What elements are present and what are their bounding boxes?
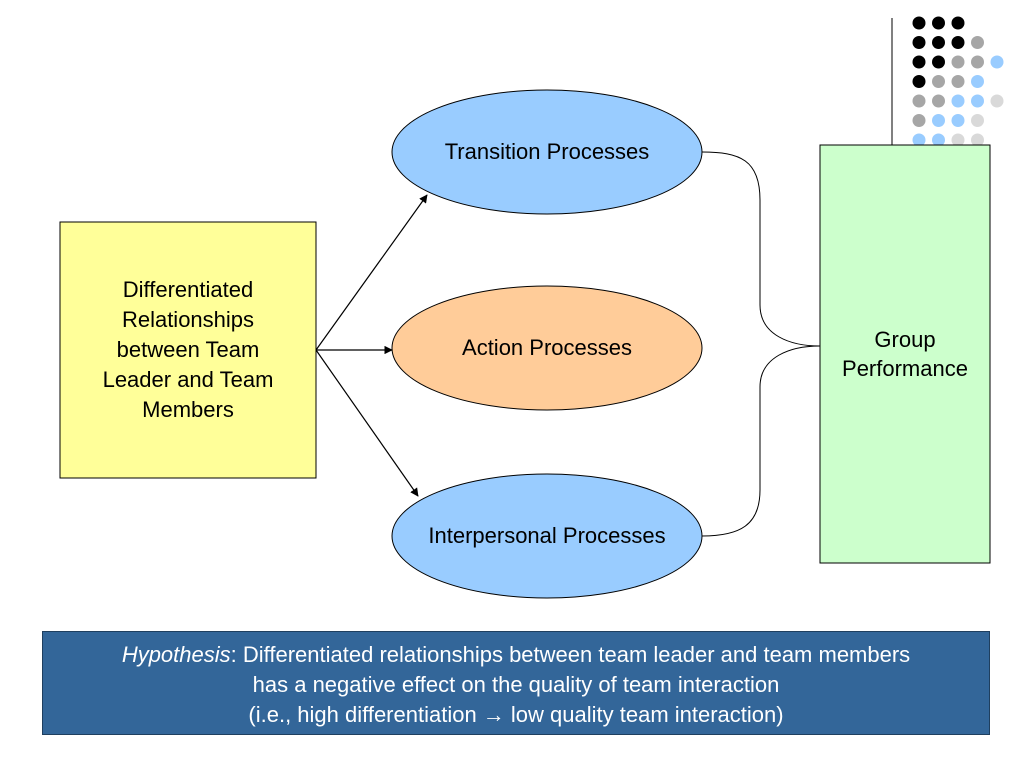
- decorative-dot: [990, 94, 1004, 108]
- hypothesis-line-1-text: : Differentiated relationships between t…: [230, 642, 911, 667]
- decorative-dot: [932, 133, 945, 147]
- decorative-dot: [932, 75, 945, 88]
- hypothesis-box: Hypothesis: Differentiated relationships…: [42, 631, 990, 735]
- decorative-dot: [951, 36, 965, 49]
- group-performance-label: Group Performance: [842, 327, 968, 381]
- decorative-dot: [932, 114, 945, 127]
- decorative-dot: [912, 55, 926, 69]
- arrow-to-interpersonal: [315, 349, 419, 497]
- decorative-dot: [912, 94, 926, 108]
- brace-connector: [701, 151, 821, 537]
- hypothesis-line-3: (i.e., high differentiation → low qualit…: [248, 702, 784, 727]
- decorative-dot-grid: [912, 16, 1004, 147]
- decorative-dot: [951, 75, 965, 88]
- transition-processes-label: Transition Processes: [444, 139, 650, 164]
- hypothesis-term: Hypothesis: [121, 642, 231, 667]
- decorative-dot: [912, 114, 926, 127]
- decorative-dot: [990, 55, 1004, 69]
- hypothesis-line-1: Hypothesis: Differentiated relationships…: [43, 640, 989, 670]
- decorative-dot: [971, 36, 984, 49]
- decorative-dot: [951, 16, 965, 30]
- decorative-dot: [971, 94, 984, 108]
- decorative-dot: [951, 114, 965, 127]
- action-processes-label: Action Processes: [462, 335, 632, 360]
- interpersonal-processes-label: Interpersonal Processes: [428, 523, 666, 548]
- decorative-dot: [951, 94, 965, 108]
- decorative-dot: [971, 75, 984, 88]
- decorative-dot: [932, 36, 945, 49]
- decorative-dot: [932, 16, 945, 30]
- group-performance-box: [819, 144, 991, 564]
- hypothesis-line-2: has a negative effect on the quality of …: [252, 672, 780, 697]
- decorative-dot: [912, 133, 926, 147]
- decorative-dot: [912, 75, 926, 88]
- source-box-label: Differentiated Relationships between Tea…: [102, 277, 274, 422]
- decorative-dot: [971, 114, 984, 127]
- decorative-dot: [932, 94, 945, 108]
- decorative-dot: [971, 133, 984, 147]
- source-box: [59, 221, 317, 479]
- decorative-dot: [951, 133, 965, 147]
- decorative-dot: [912, 36, 926, 49]
- decorative-dot: [932, 55, 945, 69]
- decorative-dot: [971, 55, 984, 69]
- decorative-dot: [951, 55, 965, 69]
- decorative-dot: [912, 16, 926, 30]
- arrow-to-transition: [315, 194, 428, 351]
